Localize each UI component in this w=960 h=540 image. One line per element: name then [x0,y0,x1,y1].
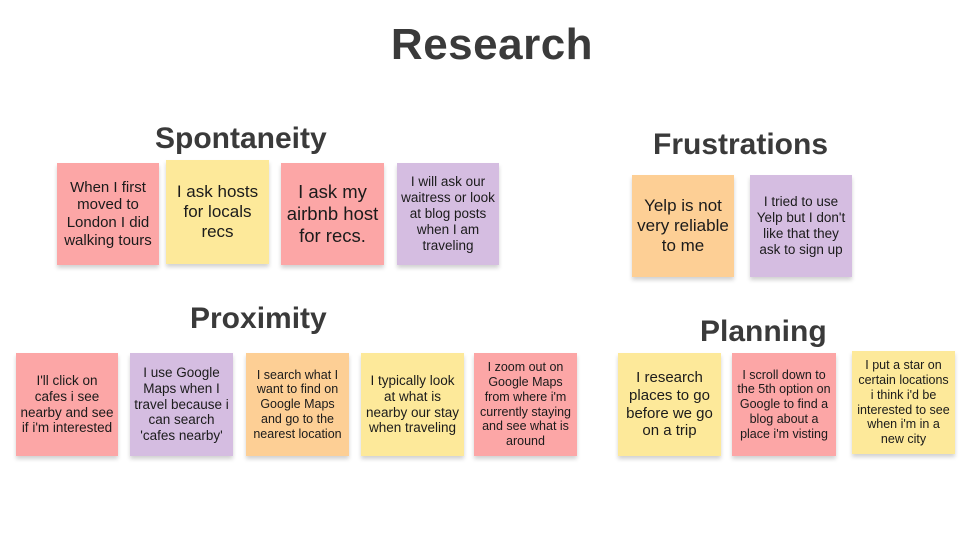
sticky-note[interactable]: Yelp is not very reliable to me [632,175,734,277]
sticky-note[interactable]: I ask my airbnb host for recs. [281,163,384,265]
sticky-note[interactable]: I typically look at what is nearby our s… [361,353,464,456]
sticky-note[interactable]: I put a star on certain locations i thin… [852,351,955,454]
sticky-note[interactable]: I tried to use Yelp but I don't like tha… [750,175,852,277]
planning-heading: Planning [700,315,827,348]
board-title: Research [390,20,594,69]
sticky-note[interactable]: I search what I want to find on Google M… [246,353,349,456]
frustrations-heading: Frustrations [653,128,829,161]
sticky-note[interactable]: I scroll down to the 5th option on Googl… [732,353,836,456]
sticky-note[interactable]: I'll click on cafes i see nearby and see… [16,353,118,456]
sticky-note[interactable]: I will ask our waitress or look at blog … [397,163,499,265]
sticky-note[interactable]: I ask hosts for locals recs [166,160,269,264]
sticky-note[interactable]: I research places to go before we go on … [618,353,721,456]
sticky-note[interactable]: I zoom out on Google Maps from where i'm… [474,353,577,456]
sticky-note[interactable]: When I first moved to London I did walki… [57,163,159,265]
sticky-note[interactable]: I use Google Maps when I travel because … [130,353,233,456]
spontaneity-heading: Spontaneity [155,122,327,155]
proximity-heading: Proximity [190,302,327,335]
